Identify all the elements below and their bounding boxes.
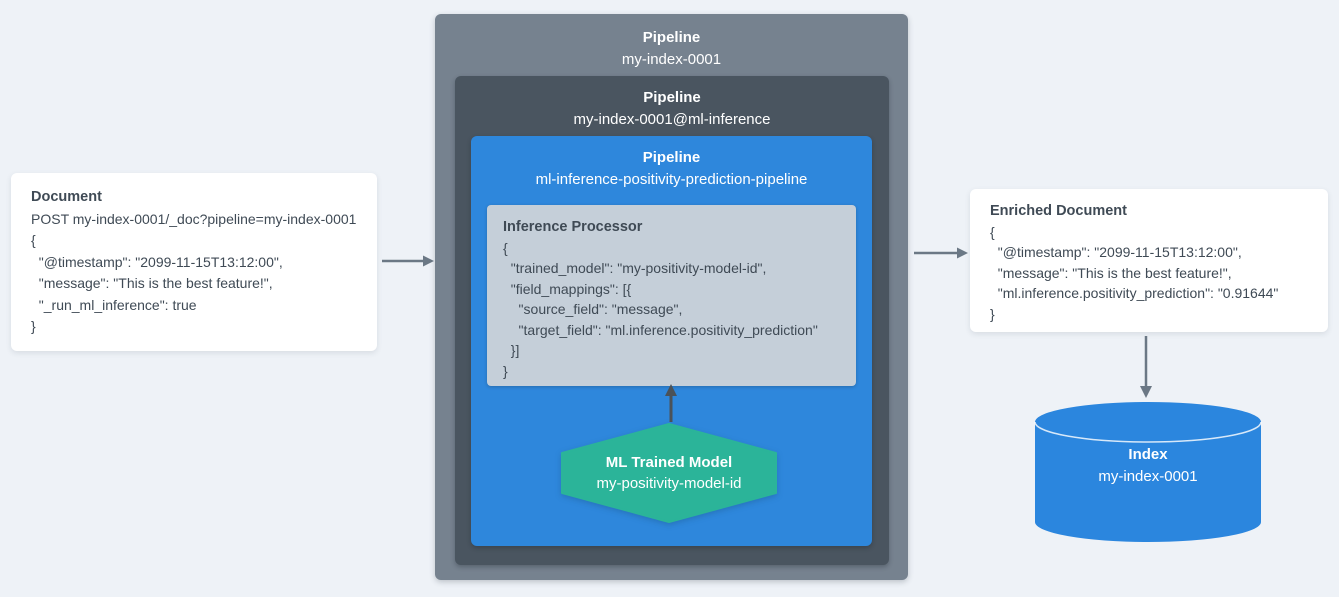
pipeline-outer-name: my-index-0001 xyxy=(621,51,722,68)
database-cylinder-icon xyxy=(1034,402,1262,542)
code-line: { xyxy=(990,223,995,240)
ml-trained-model-name: my-positivity-model-id xyxy=(596,475,742,492)
code-line: "field_mappings": [{ xyxy=(503,280,632,297)
pipeline-positivity-prediction-name: ml-inference-positivity-prediction-pipel… xyxy=(535,171,808,188)
inference-processor-title: Inference Processor xyxy=(503,219,643,235)
code-line: "source_field": "message", xyxy=(503,301,683,317)
pipeline-ml-inference-box: Pipeline my-index-0001@ml-inference Pipe… xyxy=(455,76,889,565)
inference-processor-box: Inference Processor { "trained_model": "… xyxy=(487,205,856,386)
ml-trained-model-label: ML Trained Model my-positivity-model-id xyxy=(561,423,777,523)
hexagon-shape-icon xyxy=(561,423,777,523)
index-title: Index xyxy=(1128,446,1168,463)
arrow-document-to-pipeline xyxy=(382,255,434,267)
pipeline-ml-inference-title: Pipeline xyxy=(643,89,701,106)
enriched-document-card: Enriched Document { "@timestamp": "2099-… xyxy=(970,189,1328,332)
index-cylinder xyxy=(1033,400,1263,544)
ml-trained-model-title: ML Trained Model xyxy=(605,454,733,471)
pipeline-outer-box: Pipeline my-index-0001 Pipeline my-index… xyxy=(435,14,908,580)
code-line: "ml.inference.positivity_prediction": "0… xyxy=(990,285,1279,301)
arrow-pipeline-to-enriched-document xyxy=(914,247,968,259)
code-line: } xyxy=(990,305,995,322)
document-card: Document POST my-index-0001/_doc?pipelin… xyxy=(11,173,377,351)
code-line: "_run_ml_inference": true xyxy=(31,296,197,313)
document-card-title: Document xyxy=(31,189,102,205)
arrow-model-to-processor xyxy=(665,384,677,422)
code-line: { xyxy=(31,232,36,248)
index-name: my-index-0001 xyxy=(1098,468,1198,485)
pipeline-positivity-prediction-title: Pipeline xyxy=(642,149,701,166)
pipeline-ml-inference-name: my-index-0001@ml-inference xyxy=(573,111,771,128)
ml-trained-model-hexagon: ML Trained Model my-positivity-model-id xyxy=(561,423,777,523)
code-line: "@timestamp": "2099-11-15T13:12:00", xyxy=(990,244,1242,260)
pipeline-outer-title: Pipeline xyxy=(642,29,701,46)
code-line: "@timestamp": "2099-11-15T13:12:00", xyxy=(31,253,283,270)
code-line: POST my-index-0001/_doc?pipeline=my-inde… xyxy=(31,210,357,227)
code-line: "trained_model": "my-positivity-model-id… xyxy=(503,260,767,276)
code-line: } xyxy=(503,362,508,379)
index-label: Index my-index-0001 xyxy=(1033,444,1263,488)
arrow-enriched-document-to-index xyxy=(1140,336,1152,398)
pipeline-positivity-prediction-box: Pipeline ml-inference-positivity-predict… xyxy=(471,136,872,546)
enriched-document-title: Enriched Document xyxy=(990,203,1127,219)
code-line: "target_field": "ml.inference.positivity… xyxy=(503,321,818,338)
code-line: }] xyxy=(503,342,520,358)
code-line: "message": "This is the best feature!", xyxy=(990,264,1232,281)
code-line: } xyxy=(31,318,36,334)
code-line: "message": "This is the best feature!", xyxy=(31,275,273,291)
code-line: { xyxy=(503,239,508,256)
